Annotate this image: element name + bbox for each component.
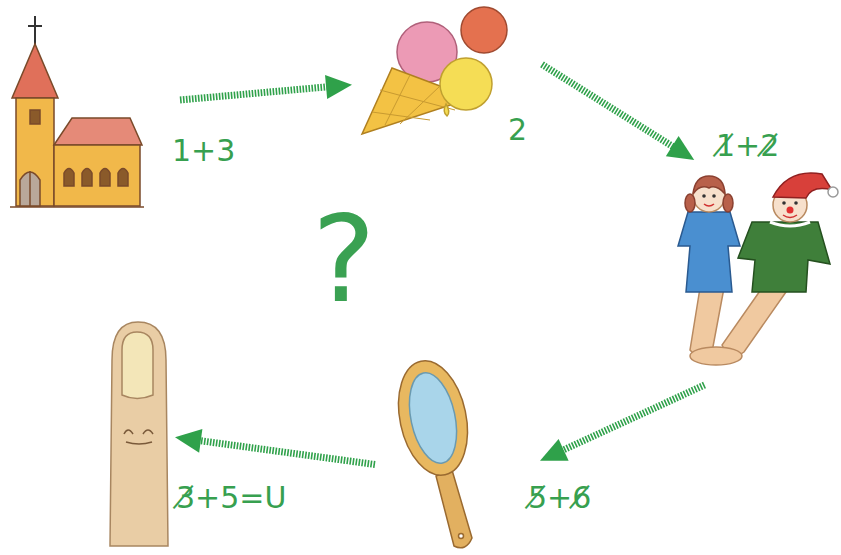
church-picture: 1+3 bbox=[8, 20, 180, 215]
number-clue: 5̸+6̸ bbox=[528, 480, 591, 515]
hatched-arrow bbox=[180, 75, 352, 100]
arrow-shaft bbox=[180, 87, 329, 100]
mirror-picture: 5̸+6̸ bbox=[375, 360, 540, 550]
number-clue: 3̸+5=U bbox=[176, 480, 286, 515]
number-clue: 2 bbox=[508, 112, 527, 147]
finger-puppets-drawing bbox=[678, 173, 838, 365]
church-drawing bbox=[10, 16, 144, 207]
question-mark: ? bbox=[312, 190, 376, 329]
question-mark-anchor: ? bbox=[312, 200, 376, 320]
hatched-arrow bbox=[542, 64, 694, 160]
hatched-arrow bbox=[540, 385, 705, 461]
number-clue-anchor: 2 bbox=[508, 112, 527, 148]
number-clue-anchor: 5̸+6̸ bbox=[528, 480, 591, 516]
ice-cream-drawing bbox=[362, 7, 507, 134]
arrow-shaft bbox=[542, 64, 675, 147]
number-clue: 1+3 bbox=[172, 133, 235, 168]
ice-cream-picture: 2 bbox=[352, 5, 542, 140]
mirror-drawing bbox=[389, 354, 478, 547]
number-clue-anchor: 3̸+5=U bbox=[176, 480, 286, 516]
number-clue: 1̸+2̸ bbox=[716, 128, 779, 163]
hatched-arrow bbox=[175, 429, 375, 465]
number-clue-anchor: 1̸+2̸ bbox=[716, 128, 779, 164]
finger-picture: 3̸+5=U bbox=[100, 320, 175, 550]
arrow-head bbox=[325, 75, 352, 99]
arrow-head bbox=[540, 439, 569, 461]
number-clue-anchor: 1+3 bbox=[172, 133, 235, 169]
arrow-shaft bbox=[198, 440, 375, 464]
arrow-head bbox=[666, 136, 694, 160]
arrow-shaft bbox=[561, 385, 705, 451]
arrow-head bbox=[175, 429, 202, 453]
finger-puppets-picture: 1̸+2̸ bbox=[665, 160, 837, 385]
finger-drawing bbox=[110, 322, 168, 546]
